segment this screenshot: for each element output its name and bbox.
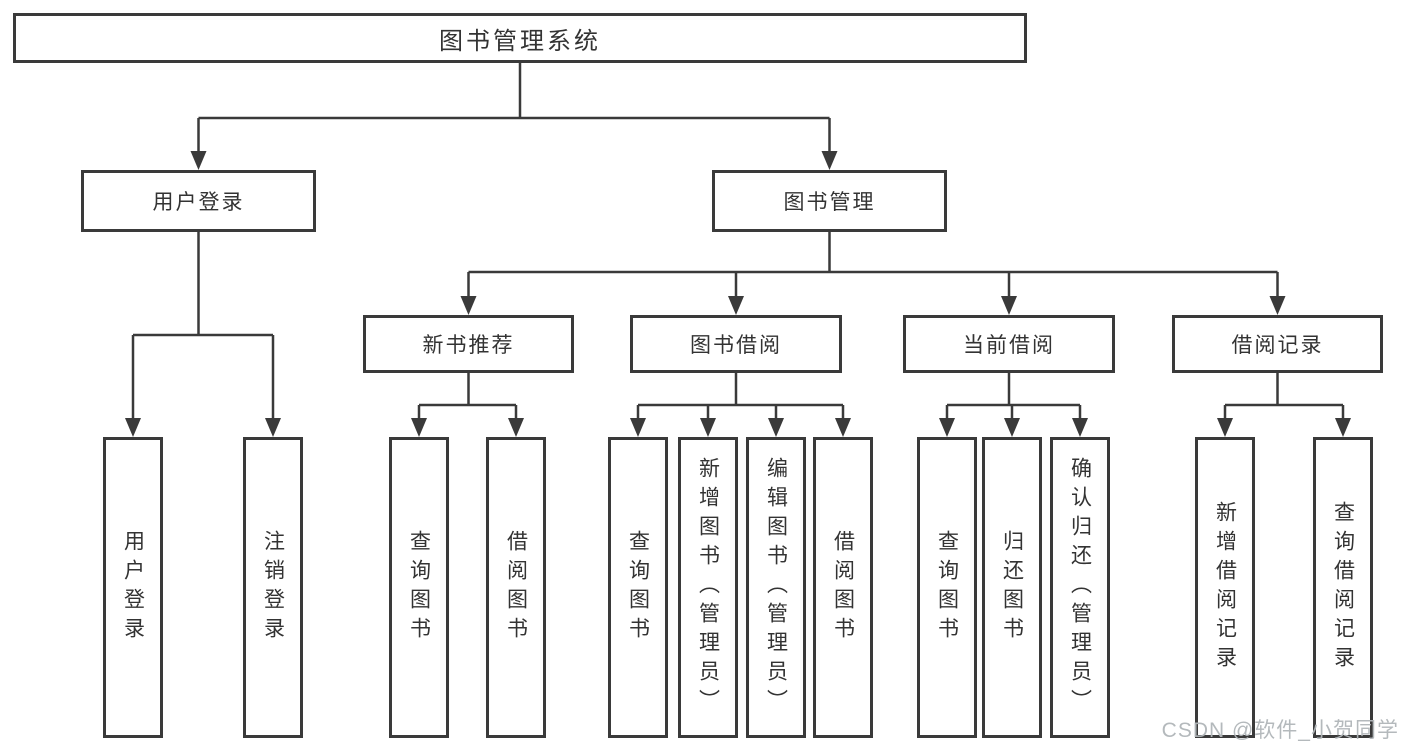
arrowhead-icon [1004, 418, 1020, 437]
leaf-logout: 注销登录 [243, 437, 303, 738]
connector-records [1223, 373, 1345, 419]
leaf-label: 查询借阅记录 [1331, 500, 1355, 675]
leaf-newbook-borrow-books: 借阅图书 [486, 437, 546, 738]
node-book-borrow: 图书借阅 [630, 315, 842, 373]
connector-borrow [636, 373, 845, 419]
node-borrow-records: 借阅记录 [1172, 315, 1383, 373]
arrowhead-icon [1001, 296, 1017, 315]
leaf-label: 新增借阅记录 [1213, 500, 1237, 675]
arrowhead-icon [125, 418, 141, 437]
arrowhead-icon [1269, 296, 1286, 315]
leaf-current-confirm-return-admin: 确认归还（管理员） [1050, 437, 1110, 738]
leaf-label: 查询图书 [407, 529, 431, 646]
node-label: 当前借阅 [963, 334, 1055, 357]
leaf-label: 归还图书 [1000, 529, 1024, 646]
leaf-borrow-edit-books-admin: 编辑图书（管理员） [746, 437, 806, 738]
connector-user-login-group [131, 232, 275, 419]
leaf-label: 编辑图书（管理员） [764, 457, 788, 718]
arrowhead-icon [265, 418, 281, 437]
node-label: 借阅记录 [1231, 334, 1324, 357]
node-user-login-branch: 用户登录 [81, 170, 316, 232]
leaf-user-login: 用户登录 [103, 437, 163, 738]
csdn-watermark: CSDN @软件_小贺同学 [1161, 719, 1399, 742]
arrowhead-icon [768, 418, 784, 437]
node-root-label: 图书管理系统 [439, 27, 601, 55]
node-label: 图书管理 [783, 191, 876, 214]
node-current-borrow: 当前借阅 [903, 315, 1115, 373]
leaf-label: 借阅图书 [504, 529, 528, 646]
leaf-label: 用户登录 [121, 529, 145, 646]
leaf-current-return-books: 归还图书 [982, 437, 1042, 738]
leaf-label: 新增图书（管理员） [696, 457, 720, 718]
node-label: 新书推荐 [422, 334, 515, 357]
connector-current [945, 373, 1082, 419]
arrowhead-icon [190, 151, 207, 170]
arrowheads [125, 151, 1351, 437]
arrowhead-icon [821, 151, 838, 170]
arrowhead-icon [411, 418, 427, 437]
leaf-borrow-add-books-admin: 新增图书（管理员） [678, 437, 738, 738]
leaf-label: 查询图书 [935, 529, 959, 646]
leaf-newbook-query-books: 查询图书 [389, 437, 449, 738]
leaf-label: 借阅图书 [831, 529, 855, 646]
leaf-records-add-record: 新增借阅记录 [1195, 437, 1255, 738]
leaf-label: 确认归还（管理员） [1068, 457, 1092, 718]
arrowhead-icon [1072, 418, 1088, 437]
arrowhead-icon [1335, 418, 1351, 437]
node-label: 用户登录 [152, 191, 245, 214]
leaf-records-query-record: 查询借阅记录 [1313, 437, 1373, 738]
node-root: 图书管理系统 [13, 13, 1027, 63]
node-book-mgmt-branch: 图书管理 [712, 170, 947, 232]
arrowhead-icon [460, 296, 477, 315]
arrowhead-icon [939, 418, 955, 437]
arrowhead-icon [835, 418, 851, 437]
leaf-label: 注销登录 [261, 529, 285, 646]
leaf-borrow-query-books: 查询图书 [608, 437, 668, 738]
connector-new-book [417, 373, 518, 419]
arrowhead-icon [508, 418, 524, 437]
leaf-label: 查询图书 [626, 529, 650, 646]
connector-book-mgmt [467, 232, 1279, 297]
arrowhead-icon [700, 418, 716, 437]
arrowhead-icon [630, 418, 646, 437]
node-label: 图书借阅 [690, 334, 782, 357]
node-new-book-rec: 新书推荐 [363, 315, 574, 373]
arrowhead-icon [728, 296, 744, 315]
leaf-borrow-borrow-books: 借阅图书 [813, 437, 873, 738]
connector-root [197, 63, 831, 152]
leaf-current-query-books: 查询图书 [917, 437, 977, 738]
arrowhead-icon [1217, 418, 1233, 437]
